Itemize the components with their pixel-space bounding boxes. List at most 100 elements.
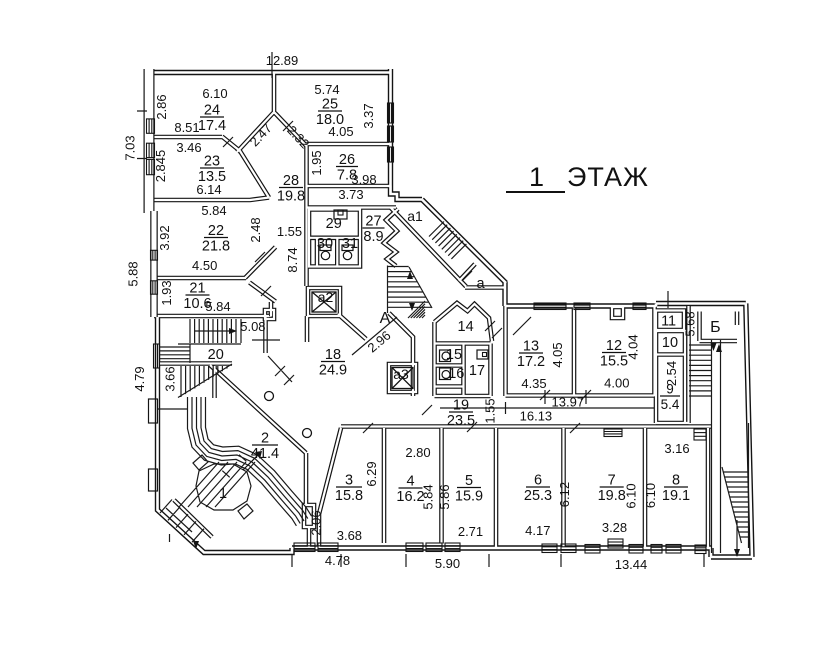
svg-text:3.16: 3.16 (664, 441, 689, 456)
svg-text:8.74: 8.74 (285, 247, 300, 272)
svg-text:4.35: 4.35 (521, 376, 546, 391)
svg-text:2: 2 (261, 431, 269, 447)
svg-text:21.8: 21.8 (202, 239, 230, 255)
svg-text:4.50: 4.50 (192, 258, 217, 273)
svg-text:3: 3 (345, 473, 353, 489)
svg-text:16.13: 16.13 (520, 409, 553, 424)
svg-text:31: 31 (342, 236, 358, 252)
svg-text:13.97: 13.97 (552, 395, 585, 410)
svg-text:18.0: 18.0 (316, 112, 344, 128)
svg-text:4.04: 4.04 (626, 334, 641, 359)
svg-text:17.4: 17.4 (198, 118, 226, 134)
svg-text:5.88: 5.88 (126, 261, 141, 286)
svg-text:24.9: 24.9 (319, 363, 347, 379)
svg-text:8: 8 (672, 473, 680, 489)
svg-text:5.68: 5.68 (683, 311, 698, 336)
svg-text:28: 28 (283, 173, 299, 189)
svg-text:15.5: 15.5 (600, 354, 628, 370)
svg-text:9: 9 (666, 382, 674, 397)
svg-text:19: 19 (453, 398, 469, 414)
svg-text:24: 24 (204, 103, 220, 119)
svg-text:5.90: 5.90 (435, 556, 460, 571)
svg-text:1: 1 (529, 162, 544, 192)
svg-text:2.71: 2.71 (458, 524, 483, 539)
svg-text:12.89: 12.89 (266, 53, 299, 68)
svg-text:3.66: 3.66 (163, 366, 178, 391)
svg-text:29: 29 (326, 216, 342, 232)
svg-text:3.73: 3.73 (338, 187, 363, 202)
svg-text:a3: a3 (393, 366, 409, 382)
svg-text:15: 15 (446, 347, 462, 363)
svg-text:6.14: 6.14 (196, 182, 221, 197)
svg-text:a: a (477, 276, 486, 292)
svg-text:17.2: 17.2 (517, 354, 545, 370)
svg-text:3.98: 3.98 (351, 172, 376, 187)
svg-text:6.29: 6.29 (364, 461, 379, 486)
svg-text:8.51: 8.51 (174, 120, 199, 135)
svg-text:7: 7 (608, 473, 616, 489)
svg-text:a1: a1 (407, 208, 423, 224)
svg-text:19.8: 19.8 (277, 189, 305, 205)
svg-text:Б: Б (710, 319, 721, 336)
svg-text:14: 14 (458, 319, 474, 335)
svg-text:2.845: 2.845 (153, 150, 168, 183)
svg-text:23.5: 23.5 (447, 413, 475, 429)
svg-text:17: 17 (469, 363, 485, 379)
svg-text:16: 16 (448, 366, 464, 382)
svg-text:5.84: 5.84 (205, 299, 230, 314)
svg-text:7.03: 7.03 (123, 135, 138, 160)
svg-text:1.95: 1.95 (309, 150, 324, 175)
svg-text:25.3: 25.3 (524, 488, 552, 504)
svg-text:ЭТАЖ: ЭТАЖ (567, 162, 649, 192)
svg-text:6.10: 6.10 (202, 86, 227, 101)
svg-text:12: 12 (606, 338, 622, 354)
svg-text:5: 5 (465, 473, 473, 489)
svg-text:16.2: 16.2 (396, 489, 424, 505)
svg-text:1.93: 1.93 (159, 280, 174, 305)
svg-text:5.4: 5.4 (661, 397, 680, 412)
svg-text:4.78: 4.78 (325, 553, 350, 568)
svg-text:4.05: 4.05 (328, 124, 353, 139)
svg-text:1.55: 1.55 (483, 398, 498, 423)
svg-text:2.54: 2.54 (664, 361, 679, 386)
svg-text:41.4: 41.4 (251, 446, 279, 462)
svg-text:8.9: 8.9 (363, 229, 383, 245)
svg-text:11: 11 (661, 314, 676, 330)
svg-text:13.5: 13.5 (198, 169, 226, 185)
svg-text:19.1: 19.1 (662, 488, 690, 504)
svg-text:13: 13 (523, 339, 539, 355)
svg-text:3.68: 3.68 (337, 528, 362, 543)
svg-text:4.05: 4.05 (550, 342, 565, 367)
svg-text:5.08: 5.08 (240, 319, 265, 334)
svg-text:6.12: 6.12 (557, 482, 572, 507)
svg-text:5.84: 5.84 (421, 484, 436, 509)
svg-text:5.84: 5.84 (201, 203, 226, 218)
svg-text:2.86: 2.86 (154, 94, 169, 119)
svg-text:10: 10 (662, 335, 678, 351)
svg-text:23: 23 (204, 154, 220, 170)
svg-text:30: 30 (317, 236, 333, 252)
svg-text:5.86: 5.86 (437, 484, 452, 509)
svg-text:4.17: 4.17 (525, 523, 550, 538)
svg-text:2.06: 2.06 (309, 510, 324, 535)
svg-text:3.37: 3.37 (361, 103, 376, 128)
svg-text:4.79: 4.79 (132, 366, 147, 391)
svg-text:6: 6 (534, 473, 542, 489)
svg-text:6.10: 6.10 (643, 483, 658, 508)
svg-text:2.80: 2.80 (405, 445, 430, 460)
svg-text:10.6: 10.6 (183, 296, 211, 312)
svg-text:a2: a2 (318, 289, 334, 305)
svg-text:4.00: 4.00 (604, 375, 629, 390)
svg-text:А: А (380, 310, 391, 327)
svg-text:3.28: 3.28 (602, 520, 627, 535)
svg-text:3.46: 3.46 (176, 140, 201, 155)
svg-text:27: 27 (365, 214, 381, 230)
svg-text:5.74: 5.74 (314, 82, 339, 97)
svg-text:15.9: 15.9 (455, 489, 483, 505)
svg-text:25: 25 (322, 97, 338, 113)
svg-text:3.92: 3.92 (157, 225, 172, 250)
svg-text:15.8: 15.8 (335, 488, 363, 504)
svg-text:1: 1 (219, 486, 227, 502)
svg-text:26: 26 (339, 152, 355, 168)
svg-text:7.8: 7.8 (337, 168, 357, 184)
